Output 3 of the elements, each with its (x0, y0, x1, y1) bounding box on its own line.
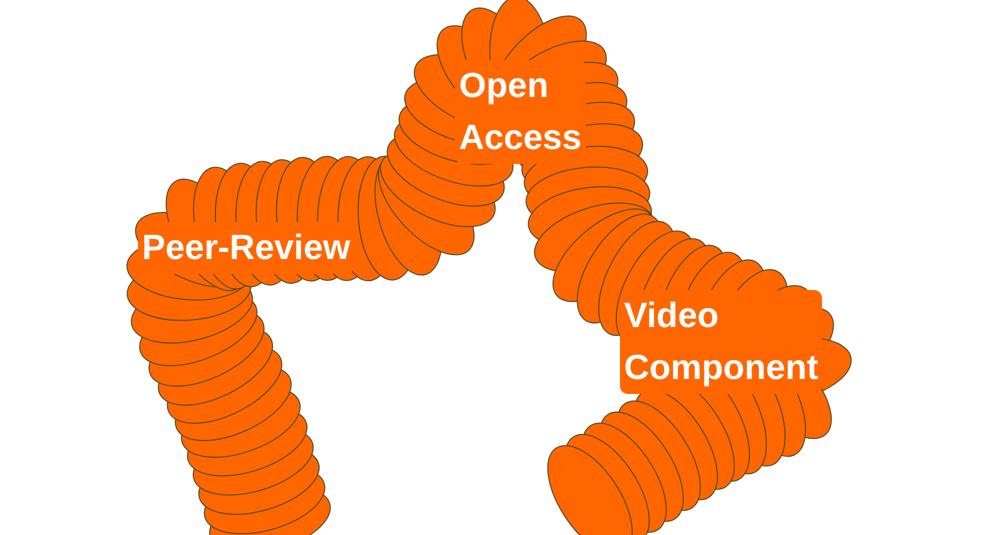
feature-label: Open Access (455, 60, 586, 164)
feature-label: Video Component (620, 290, 822, 394)
feature-label: Peer-Review (138, 222, 354, 274)
